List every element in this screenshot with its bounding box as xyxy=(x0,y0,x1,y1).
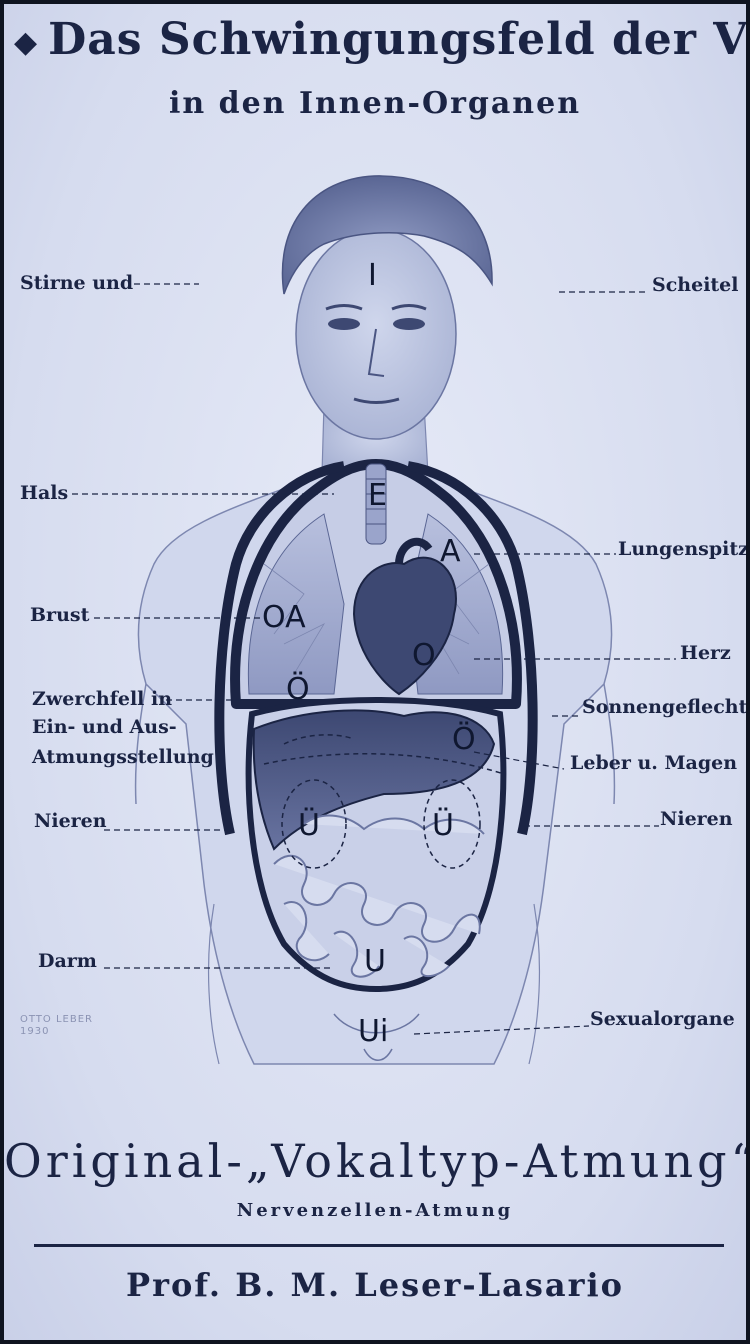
vowel-u: U xyxy=(364,944,386,979)
vowel-oe-lower: Ö xyxy=(452,722,476,757)
stamp-line-1: OTTO LEBER xyxy=(20,1014,93,1026)
vowel-e: E xyxy=(368,478,387,513)
vowel-i: I xyxy=(368,258,377,293)
author-name: Prof. B. M. Leser-Lasario xyxy=(4,1266,746,1304)
label-herz: Herz xyxy=(680,640,731,666)
label-brust: Brust xyxy=(30,602,89,628)
label-scheitel: Scheitel xyxy=(652,272,739,298)
label-lungenspitze: Lungenspitze xyxy=(618,536,746,562)
poster: ◆Das Schwingungsfeld der Vokale◆ in den … xyxy=(4,4,746,1340)
divider xyxy=(34,1244,724,1247)
label-hals: Hals xyxy=(20,480,68,506)
label-sexualorgane: Sexualorgane xyxy=(590,1006,735,1032)
vowel-ue-right: Ü xyxy=(432,808,454,843)
label-darm: Darm xyxy=(38,948,97,974)
stamp: OTTO LEBER 1930 xyxy=(20,1014,93,1038)
label-leber-magen: Leber u. Magen xyxy=(570,750,737,776)
footer-subtitle: Nervenzellen-Atmung xyxy=(4,1200,746,1221)
vowel-oe-upper: Ö xyxy=(286,672,310,707)
vowel-oa: OA xyxy=(262,600,306,635)
vowel-a: A xyxy=(440,534,461,569)
stamp-line-2: 1930 xyxy=(20,1026,93,1038)
vowel-ui: Ui xyxy=(358,1014,388,1049)
label-zwerchfell-2: Ein- und Aus- xyxy=(32,714,177,740)
vowel-o: O xyxy=(412,638,436,673)
vowel-ue-left: Ü xyxy=(298,808,320,843)
label-zwerchfell-1: Zwerchfell in xyxy=(32,686,172,712)
label-nieren-right: Nieren xyxy=(660,806,733,832)
footer-title: Original-„Vokaltyp-Atmung“ xyxy=(4,1134,746,1188)
label-stirne: Stirne und xyxy=(20,270,133,296)
label-zwerchfell-3: Atmungsstellung xyxy=(32,744,214,770)
label-nieren-left: Nieren xyxy=(34,808,107,834)
label-sonnengeflecht: Sonnengeflecht xyxy=(582,694,746,720)
